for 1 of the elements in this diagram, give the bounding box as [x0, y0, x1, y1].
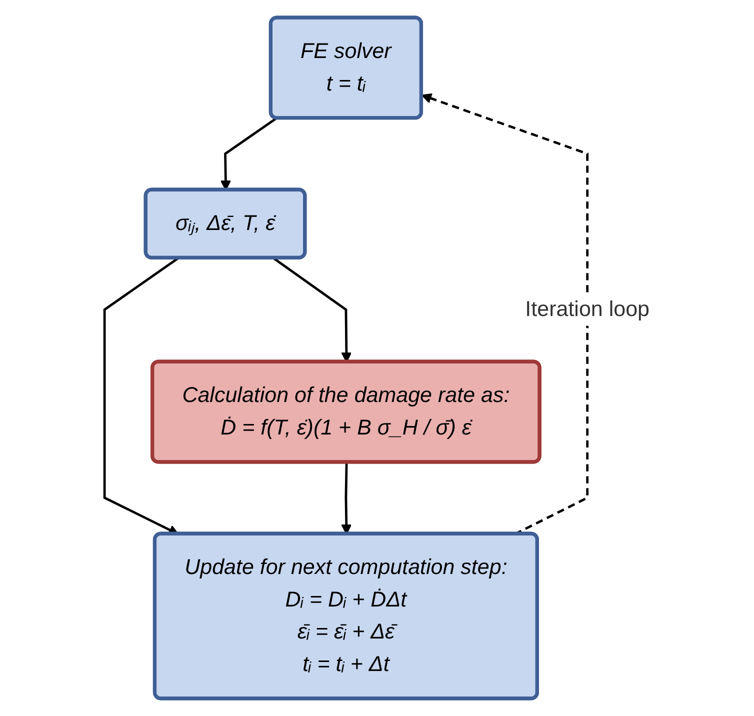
edge-label: Iteration loop: [525, 297, 650, 321]
